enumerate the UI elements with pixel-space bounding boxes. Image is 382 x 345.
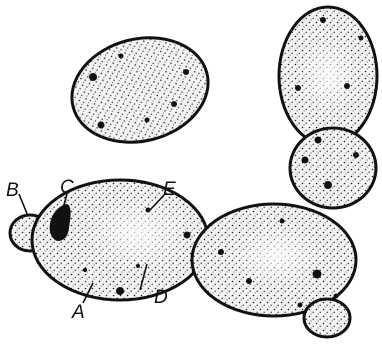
top-oval-cell	[61, 24, 220, 156]
label-e: E	[163, 179, 176, 200]
bottom-budding-chain	[10, 180, 356, 337]
label-c: C	[60, 177, 74, 198]
label-d: D	[154, 287, 168, 308]
label-a: A	[71, 302, 85, 323]
top-right-budding-cell	[279, 7, 377, 208]
small-bud	[304, 299, 350, 337]
label-b: B	[6, 180, 19, 201]
